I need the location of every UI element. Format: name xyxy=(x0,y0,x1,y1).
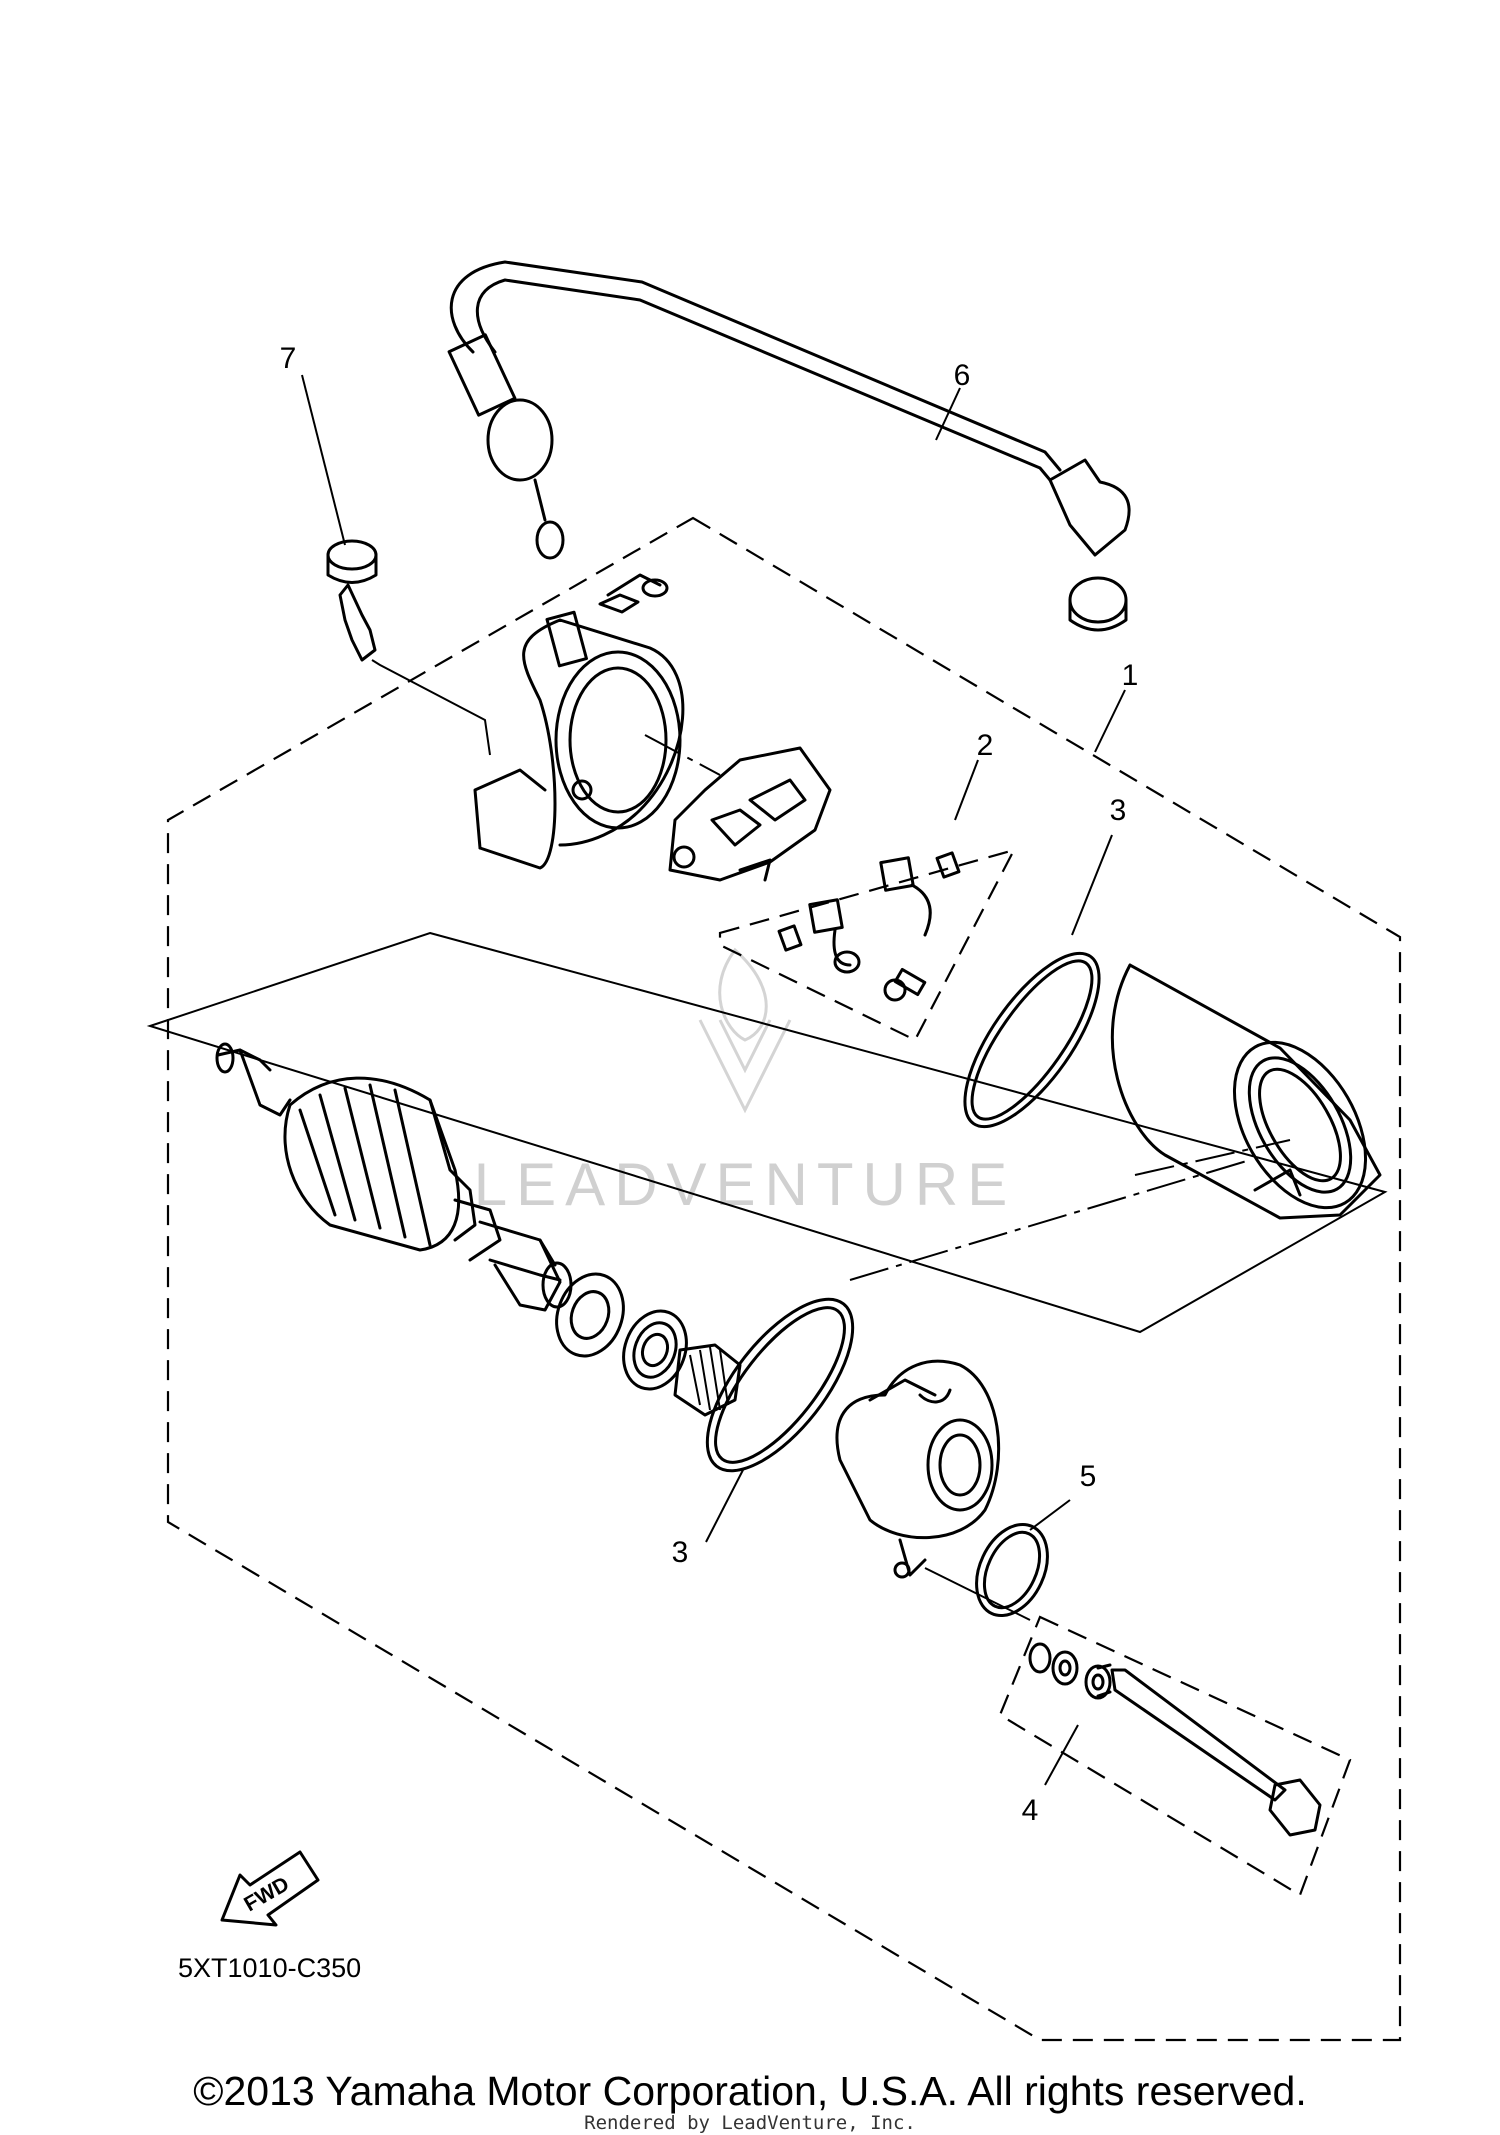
armature xyxy=(215,1042,573,1312)
copyright-notice: ©2013 Yamaha Motor Corporation, U.S.A. A… xyxy=(193,2068,1307,2114)
callout-4: 4 xyxy=(1022,1794,1039,1827)
leader-1 xyxy=(1094,689,1126,753)
yoke xyxy=(1110,963,1382,1220)
armature-yoke-outline xyxy=(146,931,1388,1334)
callout-7: 7 xyxy=(280,342,297,375)
brush-parts xyxy=(777,759,979,1002)
o-ring-upper xyxy=(963,834,1113,1129)
o-ring-lower xyxy=(705,1297,855,1543)
leader-3-lower xyxy=(705,1467,745,1543)
leader-4 xyxy=(1044,1724,1079,1786)
starter-assembly-boundary xyxy=(166,516,1402,2042)
front-cover xyxy=(835,1359,1031,1621)
diagram-code: 5XT1010-C350 xyxy=(178,1953,361,1983)
leader-6 xyxy=(935,387,961,441)
callout-3-upper: 3 xyxy=(1110,794,1127,827)
leader-2 xyxy=(954,759,979,821)
callout-6: 6 xyxy=(954,359,971,392)
leadventure-watermark: LEADVENTURE xyxy=(474,947,1016,1218)
leader-5 xyxy=(1029,1499,1071,1531)
fwd-arrow: FWD xyxy=(220,1850,320,1927)
rear-cover-bolt xyxy=(301,374,491,756)
rear-cover xyxy=(473,573,685,870)
callout-2: 2 xyxy=(977,729,994,762)
brush-holder-plate xyxy=(668,746,832,882)
bolt-set-boundary xyxy=(998,1615,1352,1897)
leader-3-upper xyxy=(1071,834,1113,936)
callout-5: 5 xyxy=(1080,1460,1097,1493)
fwd-label: FWD xyxy=(240,1872,293,1916)
callout-3-lower: 3 xyxy=(672,1536,689,1569)
rendered-by-notice: Rendered by LeadVenture, Inc. xyxy=(584,2112,916,2134)
callout-1: 1 xyxy=(1122,659,1139,692)
leader-7 xyxy=(301,374,346,546)
o-ring-5 xyxy=(975,1499,1071,1618)
brush-set-boundary xyxy=(718,848,1017,1042)
lead-wire xyxy=(447,260,1131,632)
through-bolt-set xyxy=(1028,1642,1322,1837)
bearings-washers xyxy=(555,1272,742,1417)
watermark-text: LEADVENTURE xyxy=(474,1151,1016,1218)
